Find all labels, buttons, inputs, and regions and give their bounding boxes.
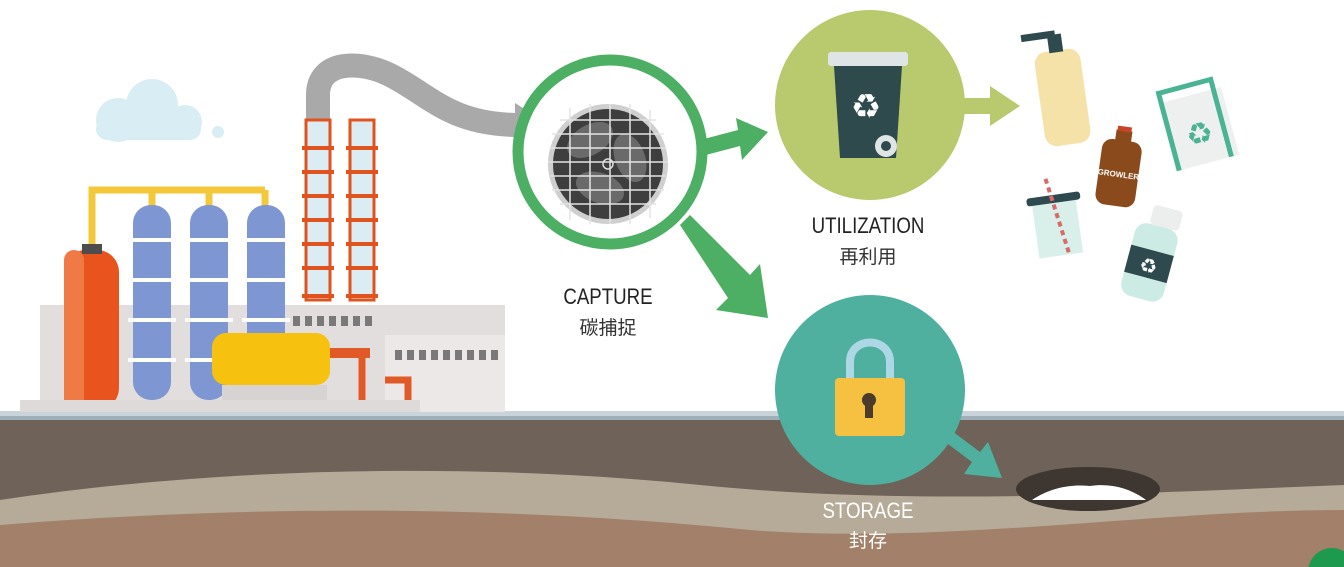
arrow-to-storage <box>680 215 768 318</box>
arrow-to-utilization <box>700 118 768 160</box>
padlock-icon <box>835 338 905 436</box>
products: GROWLER ♻ ♻ <box>1020 30 1240 302</box>
spray-bottle-icon: ♻ <box>1121 205 1183 302</box>
storage-stage <box>775 295 965 485</box>
capture-stage <box>512 54 708 250</box>
utilization-subtitle: 再利用 <box>839 246 896 268</box>
pump-bottle-icon <box>1020 30 1091 147</box>
capture-title: CAPTURE <box>563 286 652 310</box>
svg-text:♻: ♻ <box>851 88 881 126</box>
cloud <box>96 79 224 142</box>
storage-subtitle: 封存 <box>849 530 887 552</box>
arrow-to-reservoir <box>940 428 1002 478</box>
recycle-bag-icon: ♻ <box>1155 76 1240 172</box>
svg-text:♻: ♻ <box>1137 254 1160 280</box>
fan-icon <box>548 104 668 224</box>
utilization-stage: ♻ <box>775 10 965 200</box>
capture-subtitle: 碳捕捉 <box>579 317 636 339</box>
arrow-to-products <box>962 86 1020 126</box>
storage-cavity <box>1016 467 1160 511</box>
growler-bottle-icon: GROWLER <box>1095 125 1142 208</box>
recycle-bin-icon: ♻ <box>828 52 908 158</box>
cup-with-straw-icon <box>1026 178 1084 259</box>
storage-title: STORAGE <box>822 500 913 524</box>
factory <box>20 118 505 412</box>
utilization-title: UTILIZATION <box>812 215 925 239</box>
smoke-flow <box>306 53 521 137</box>
corner-badge[interactable] <box>1308 547 1344 567</box>
